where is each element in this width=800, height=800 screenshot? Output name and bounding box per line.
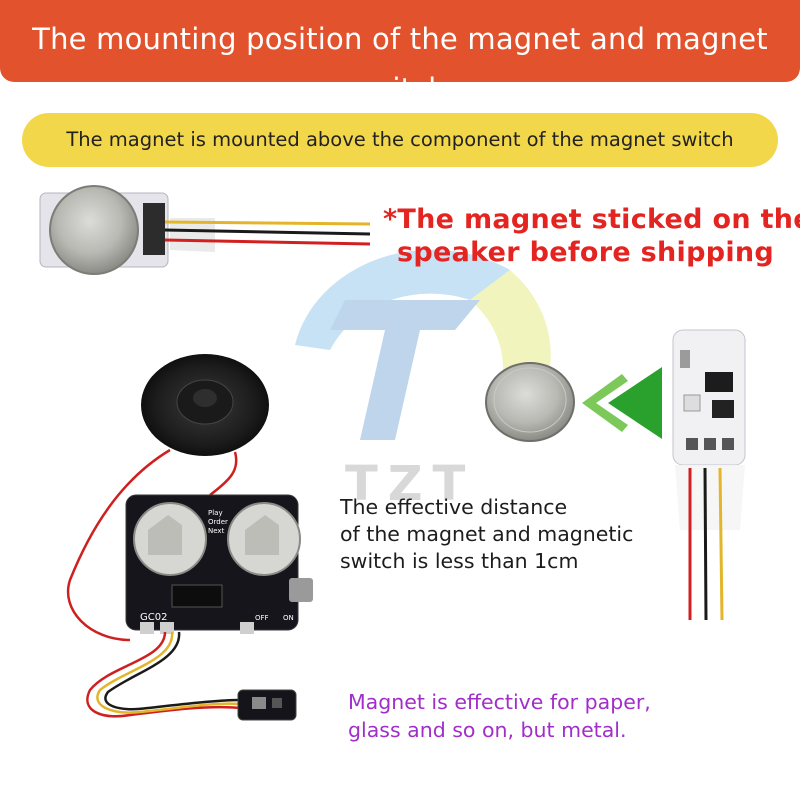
- distance-note-line3: switch is less than 1cm: [340, 549, 579, 573]
- distance-note-line2: of the magnet and magnetic: [340, 522, 634, 546]
- watermark-text: TZT: [345, 456, 475, 512]
- effective-distance-note: The effective distance of the magnet and…: [340, 494, 633, 575]
- magnet-disc-icon: [485, 362, 575, 442]
- board-label-play: Play: [208, 509, 223, 517]
- small-magnet-switch-image: [237, 689, 297, 721]
- board-label-next: Next: [208, 527, 225, 535]
- magnet-switch-module-image: [672, 329, 746, 621]
- board-model-label: GC02: [140, 612, 167, 623]
- page-title: The mounting position of the magnet and …: [32, 22, 768, 106]
- watermark-logo: TZT: [295, 249, 551, 512]
- pcb-board-image: Play Order Next GC02 OFF ON: [125, 494, 313, 634]
- distance-note-line1: The effective distance: [340, 495, 568, 519]
- board-label-off: OFF: [255, 614, 269, 622]
- magnet-on-speaker-image: [39, 185, 371, 275]
- board-label-order: Order: [208, 518, 228, 526]
- subtitle-pill: [22, 113, 778, 167]
- subtitle-text: The magnet is mounted above the componen…: [66, 128, 734, 151]
- header-banner: [0, 0, 800, 82]
- board-label-on: ON: [283, 614, 294, 622]
- speaker-icon: [141, 354, 269, 456]
- preinstalled-note-line2: speaker before shipping: [397, 237, 775, 268]
- double-chevron-left-icon: [582, 367, 662, 439]
- material-note-line1: Magnet is effective for paper,: [348, 690, 651, 714]
- preinstalled-note-line1: *The magnet sticked on the: [383, 204, 800, 235]
- material-note-line2: glass and so on, but metal.: [348, 718, 627, 742]
- material-effectiveness-note: Magnet is effective for paper, glass and…: [348, 688, 651, 744]
- preinstalled-magnet-note: *The magnet sticked on the speaker befor…: [383, 203, 800, 269]
